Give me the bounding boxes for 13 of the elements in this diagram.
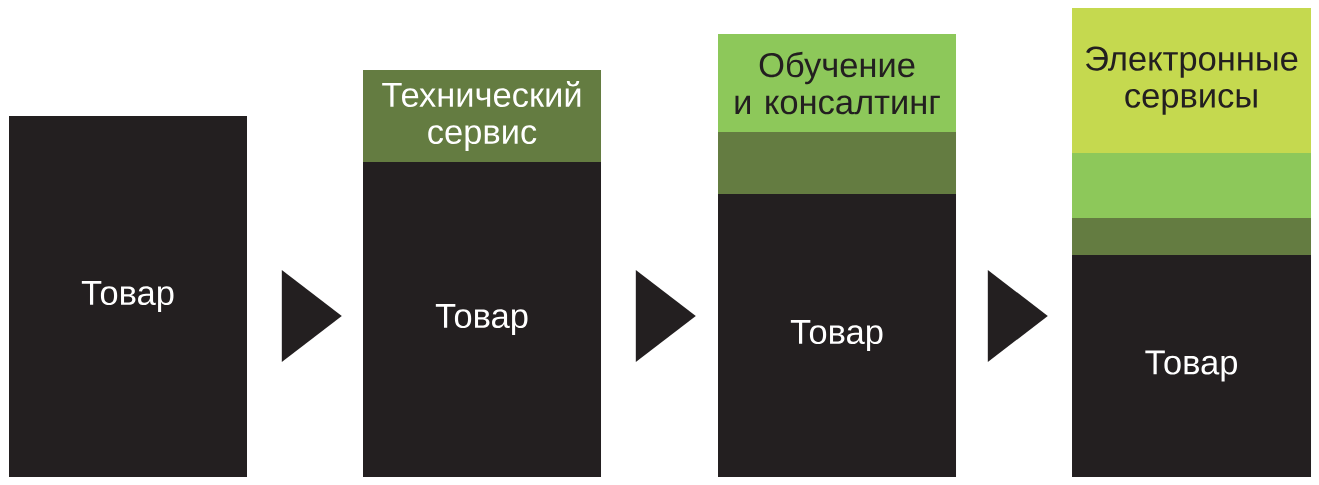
- layer-band: Обучение и консалтинг: [718, 34, 956, 132]
- arrow: [987, 270, 1048, 362]
- arrow: [281, 270, 342, 362]
- base-block: Товар: [1072, 255, 1311, 477]
- layer-band: [718, 132, 956, 194]
- base-block: Товар: [9, 116, 247, 477]
- layer-band: [1072, 153, 1311, 218]
- layer-band: Электронные сервисы: [1072, 8, 1311, 153]
- layer-band: [1072, 218, 1311, 255]
- base-block: Товар: [363, 162, 601, 477]
- arrow: [635, 270, 696, 362]
- base-block: Товар: [718, 194, 956, 477]
- layer-band: Технический сервис: [363, 70, 601, 162]
